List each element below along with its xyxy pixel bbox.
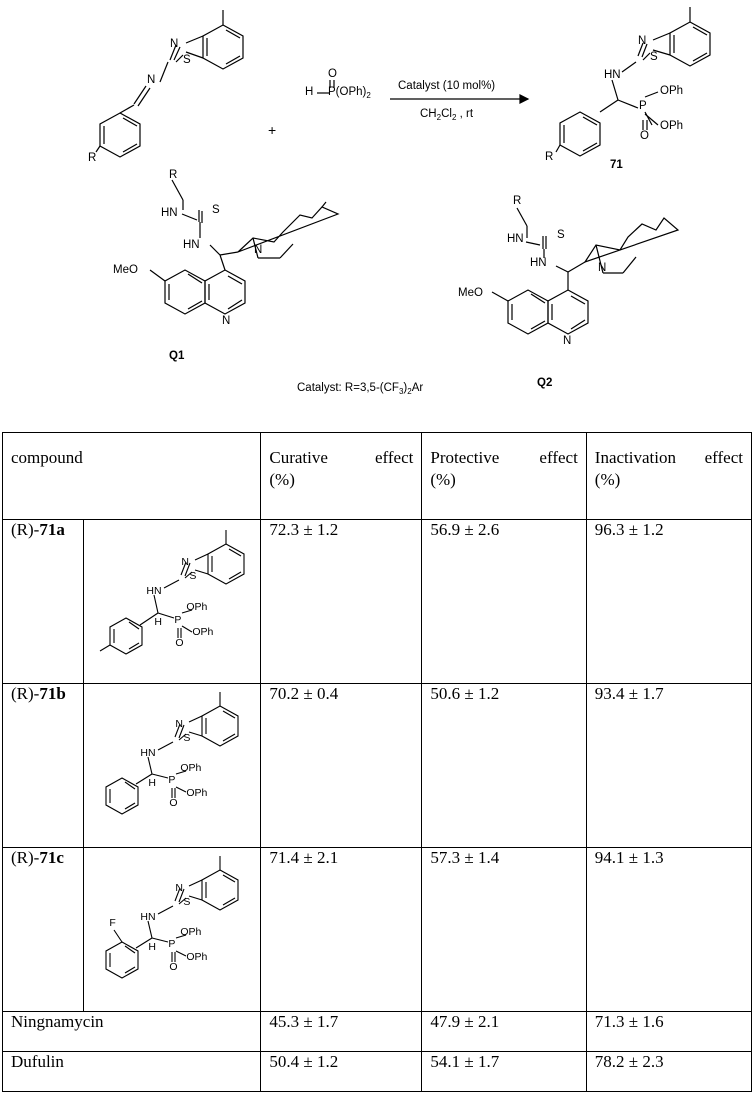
reagent-o: O [328, 68, 337, 80]
q2-hn-2: HN [530, 257, 547, 269]
q2-meo: MeO [458, 287, 483, 299]
table-row: Ningnamycin 45.3 ± 1.7 47.9 ± 2.1 71.3 ±… [1, 1011, 753, 1052]
protective-value: 56.9 ± 2.6 [421, 519, 587, 684]
curative-value: 71.4 ± 2.1 [260, 847, 423, 1012]
q1-quinoline-n: N [222, 315, 231, 327]
compound-id: (R)-71b [1, 683, 85, 848]
sm-aryl-ring [95, 112, 141, 158]
curative-value: 50.4 ± 1.2 [260, 1051, 423, 1092]
reagent-phosphite: P(OPh)2 [328, 86, 371, 100]
q2-s-atom: S [557, 229, 565, 241]
inactivation-value: 96.3 ± 1.2 [585, 519, 753, 684]
q2-r-group: R [513, 195, 522, 207]
arrow-conditions-label: CH2Cl2 , rt [420, 108, 474, 122]
prod-s-atom: S [650, 51, 658, 63]
q2-label: Q2 [537, 377, 553, 389]
q2-hn-1: HN [507, 233, 524, 245]
header-compound: compound [1, 432, 262, 520]
q1-meo: MeO [113, 264, 138, 276]
reagent-h: H [305, 86, 314, 98]
compound-name: Ningnamycin [1, 1011, 262, 1052]
prod-n-atom: N [638, 35, 647, 47]
table-row: Dufulin 50.4 ± 1.2 54.1 ± 1.7 78.2 ± 2.3 [1, 1051, 753, 1092]
curative-value: 72.3 ± 1.2 [260, 519, 423, 684]
q2-quinoline-n: N [563, 335, 572, 347]
product-label: 71 [610, 159, 623, 171]
q1-structure [149, 179, 340, 315]
sm-n-atom: N [170, 38, 179, 50]
prod-o-atom: O [640, 130, 649, 142]
structure-71a: N S HN H P OPh OPh O [92, 520, 252, 670]
q1-s-atom: S [212, 204, 220, 216]
inactivation-value: 71.3 ± 1.6 [585, 1011, 753, 1052]
table-row: (R)-71b N S HN H P OPh OPh O 70.2 ± 0.4 … [1, 683, 753, 848]
compound-id: (R)-71c [1, 847, 85, 1012]
sm-s-atom: S [183, 54, 191, 66]
table-row: (R)-71a N S HN H P OPh OPh O 72.3 ± 1.2 … [1, 519, 753, 684]
catalyst-definition: Catalyst: R=3,5-(CF3)2Ar [297, 382, 424, 396]
sm-r-group: R [88, 152, 97, 164]
product-benzothiazole [599, 7, 711, 130]
structure-71b: N S HN H P OPh OPh O [92, 684, 252, 834]
prod-r-group: R [545, 151, 554, 163]
prod-oph-2: OPh [660, 120, 684, 132]
inactivation-value: 93.4 ± 1.7 [585, 683, 753, 848]
q2-structure [491, 207, 680, 335]
table-row: (R)-71c F N S HN H P OPh OPh O 71.4 ± 2.… [1, 847, 753, 1012]
compound-name: Dufulin [1, 1051, 262, 1092]
sm-imine-n-atom: N [147, 74, 156, 86]
sm-benzothiazole [119, 10, 244, 114]
compound-structure-cell: N S HN H P OPh OPh O [83, 683, 262, 848]
compound-id: (R)-71a [1, 519, 85, 684]
inactivation-value: 94.1 ± 1.3 [585, 847, 753, 1012]
protective-value: 50.6 ± 1.2 [421, 683, 587, 848]
q1-ring-n: N [254, 244, 263, 256]
q1-hn-1: HN [161, 207, 178, 219]
scheme-bonds [95, 7, 711, 335]
prod-oph-1: OPh [660, 85, 684, 97]
q1-hn-2: HN [183, 239, 200, 251]
protective-value: 57.3 ± 1.4 [421, 847, 587, 1012]
curative-value: 45.3 ± 1.7 [260, 1011, 423, 1052]
structure-71c: F N S HN H P OPh OPh O [92, 848, 252, 998]
protective-value: 54.1 ± 1.7 [421, 1051, 587, 1092]
q1-r-group: R [169, 169, 178, 181]
q1-label: Q1 [169, 350, 185, 362]
arrow-catalyst-label: Catalyst (10 mol%) [398, 80, 496, 92]
plus-sign: + [268, 122, 277, 138]
prod-p-atom: P [639, 100, 647, 112]
inactivation-value: 78.2 ± 2.3 [585, 1051, 753, 1092]
compound-structure-cell: F N S HN H P OPh OPh O [83, 847, 262, 1012]
q2-ring-n: N [598, 262, 607, 274]
compound-structure-cell: N S HN H P OPh OPh O [83, 519, 262, 684]
reaction-scheme: N S N R + H O P(OPh)2 Catalyst (10 mol%)… [0, 0, 754, 410]
protective-value: 47.9 ± 2.1 [421, 1011, 587, 1052]
product-aryl-ring [555, 111, 601, 157]
curative-value: 70.2 ± 0.4 [260, 683, 423, 848]
prod-hn: HN [604, 69, 621, 81]
